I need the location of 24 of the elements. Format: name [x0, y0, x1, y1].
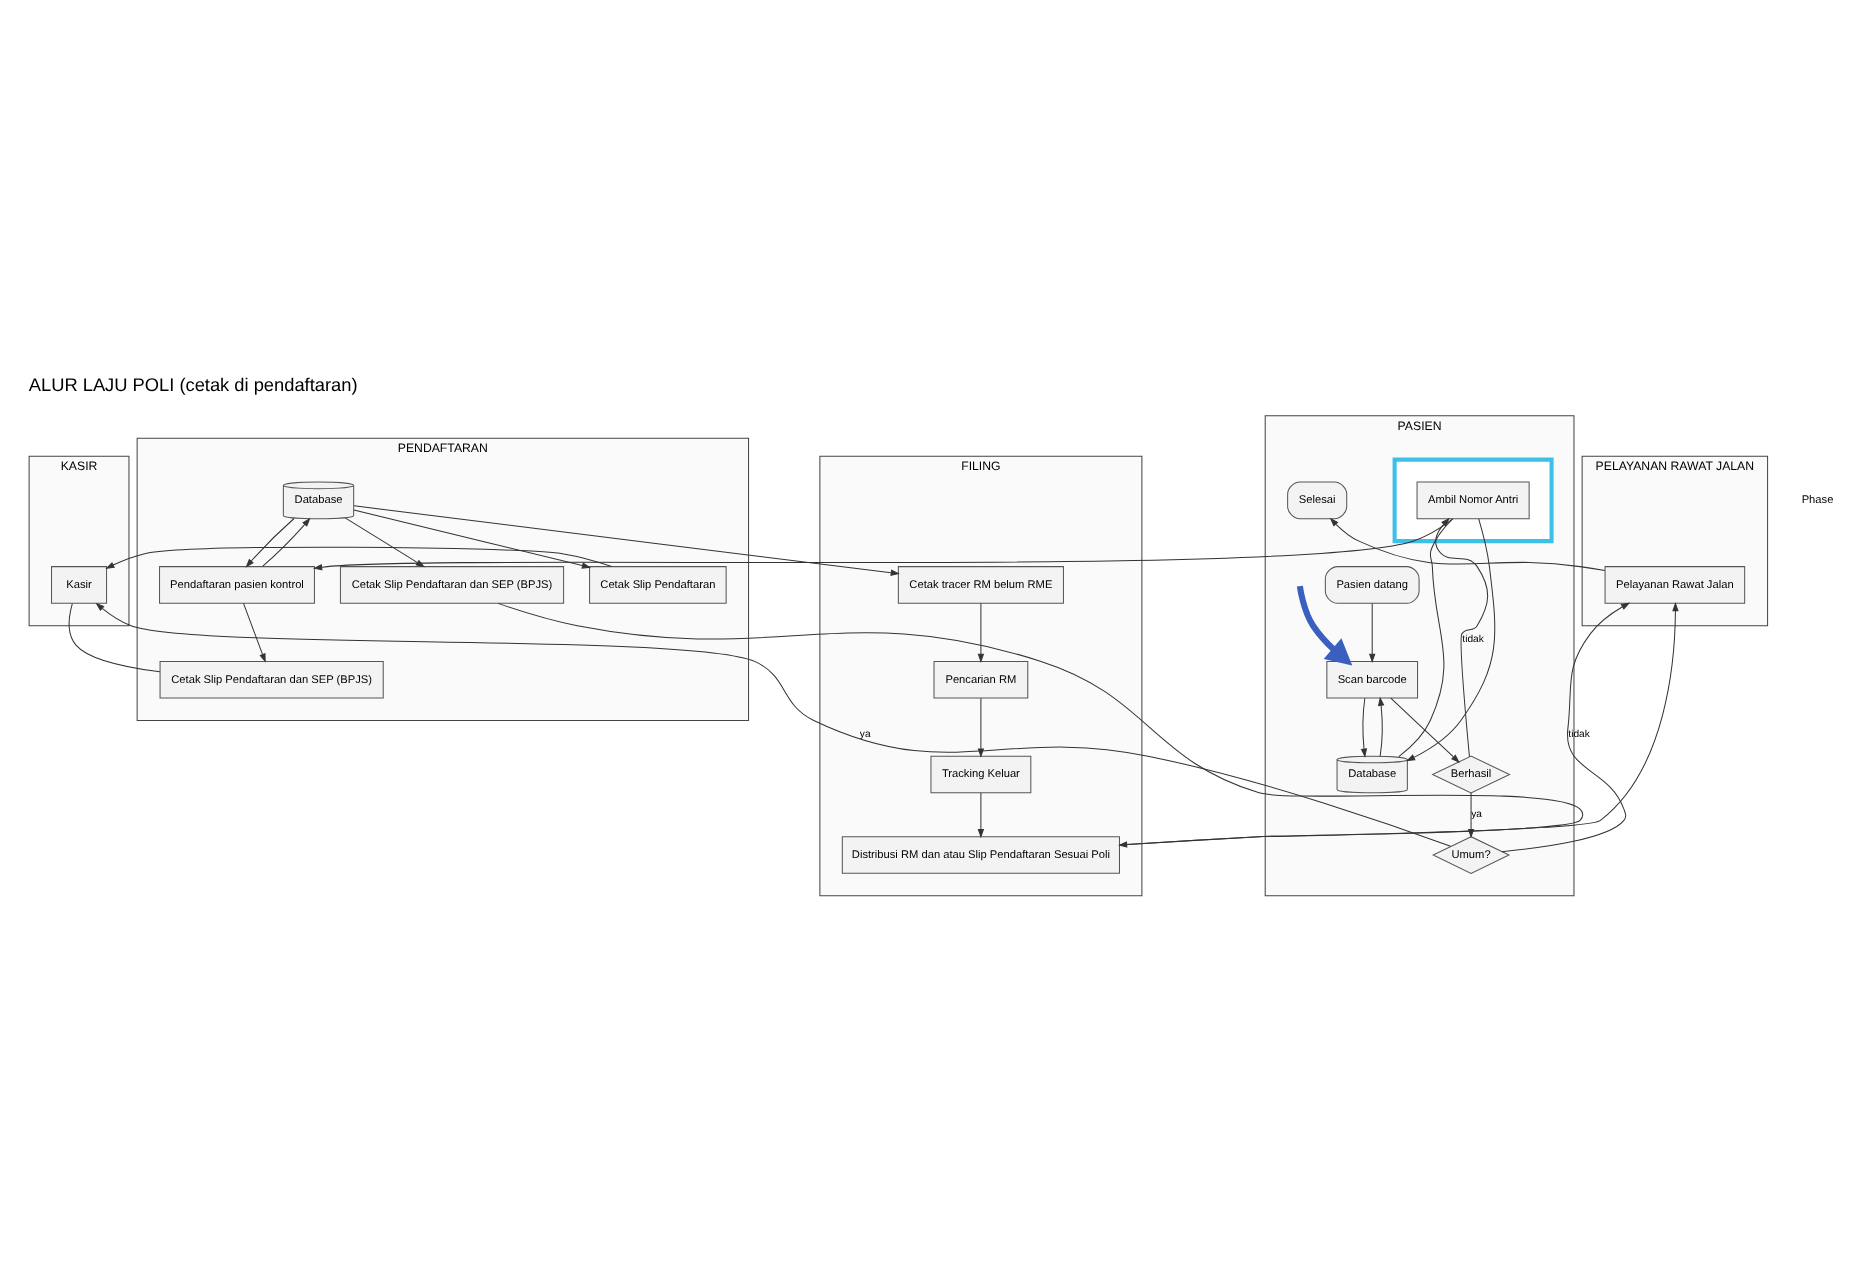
arrow: [243, 601, 266, 662]
arrow: [1329, 516, 1606, 571]
arrow: [313, 517, 1454, 570]
arrow: [105, 545, 613, 568]
arrow: [262, 516, 311, 566]
arrow: [1390, 696, 1460, 763]
arrow: [1501, 601, 1631, 852]
connector: [68, 602, 161, 672]
arrow: [345, 516, 425, 567]
arrow: [1405, 517, 1496, 761]
arrow: [1360, 696, 1368, 757]
arrow: [977, 601, 985, 662]
arrow: [353, 508, 592, 568]
arrow: [1435, 516, 1489, 757]
arrow: [1377, 695, 1385, 756]
arrow: [977, 696, 985, 757]
arrow: [1296, 584, 1353, 665]
diagram-title: ALUR LAJU POLI (cetak di pendaftaran): [28, 373, 358, 394]
arrow: [977, 791, 985, 838]
arrow: [353, 504, 900, 575]
arrow: [1369, 601, 1376, 662]
cluster: [1392, 456, 1554, 543]
connector: [1398, 517, 1453, 757]
arrow: [245, 517, 295, 567]
